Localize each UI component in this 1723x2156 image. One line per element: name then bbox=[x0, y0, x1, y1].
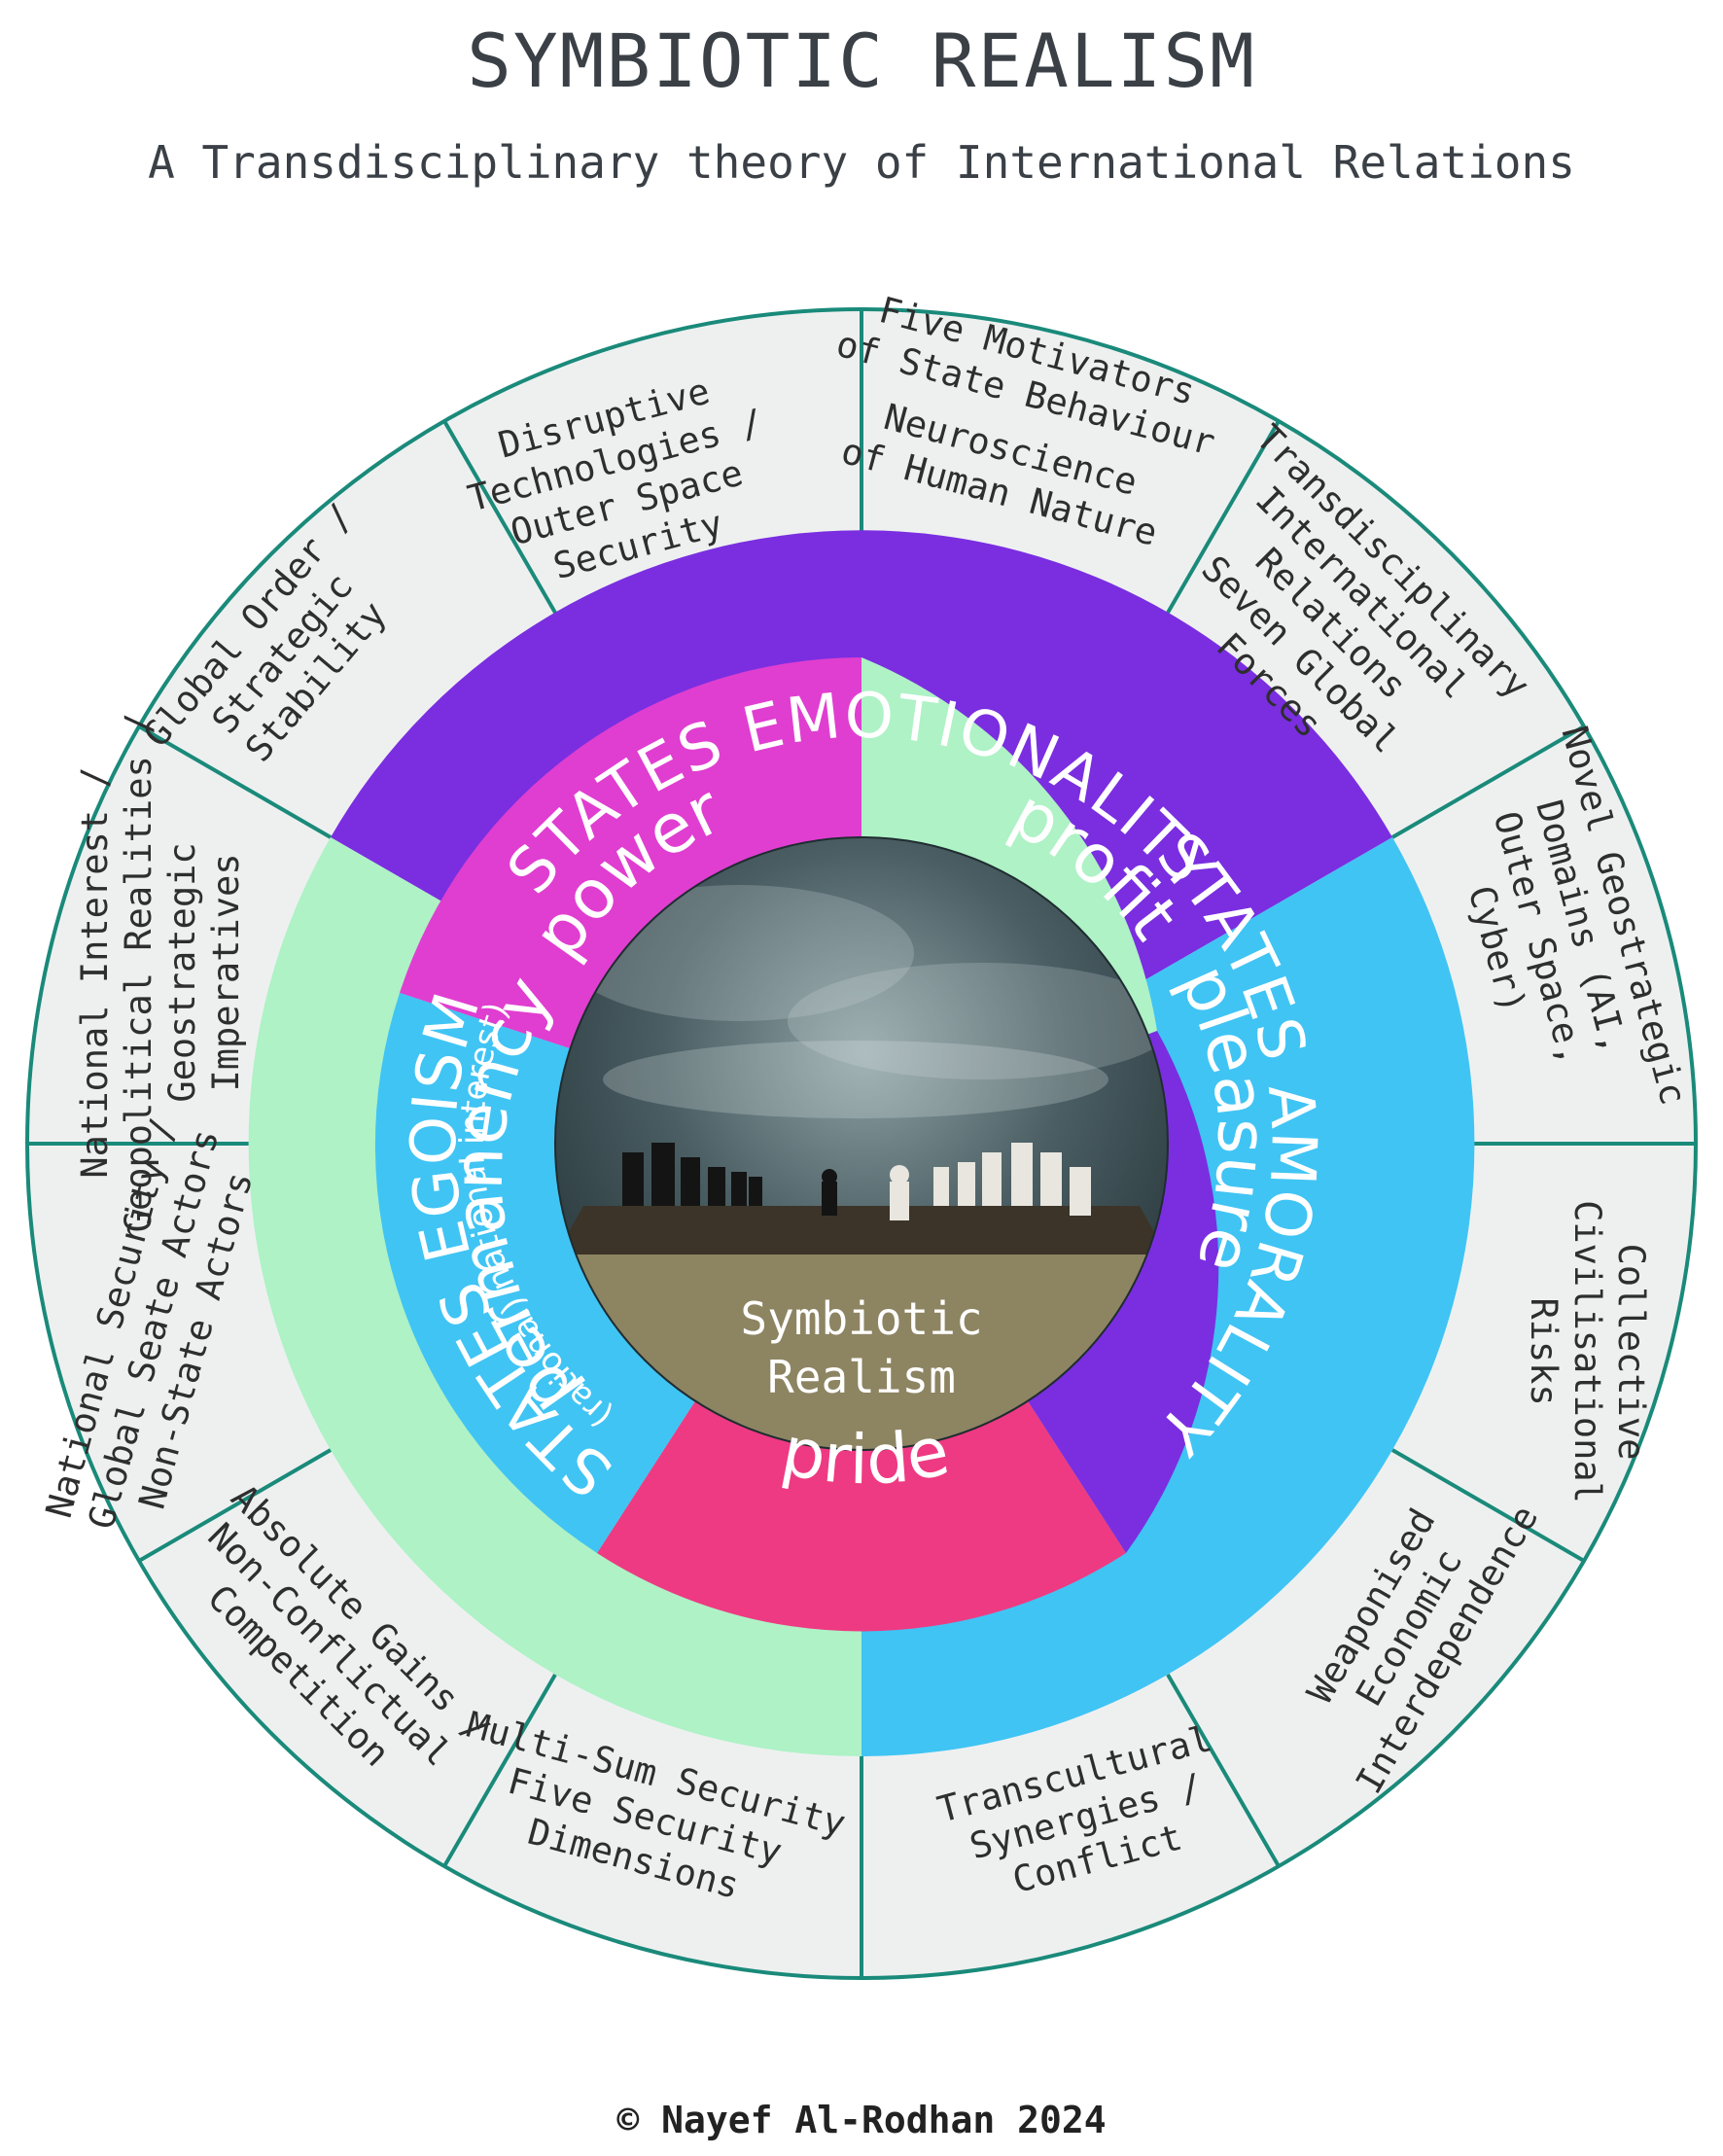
outer-segment-transcultural: Transcultural Synergies / Conflict bbox=[933, 1717, 1216, 1901]
outer-segment-collective: Collective Civilisational Risks bbox=[1523, 1200, 1652, 1503]
white-pieces bbox=[890, 1143, 1091, 1220]
outer-segment-label: Imperatives bbox=[205, 853, 247, 1091]
outer-ring-dividers bbox=[27, 309, 1696, 1978]
outer-segment-label: Collective bbox=[1610, 1244, 1652, 1461]
pride-label: pride bbox=[775, 1411, 955, 1501]
page-title: SYMBIOTIC REALISM bbox=[467, 18, 1256, 104]
copyright: © Nayef Al-Rodhan 2024 bbox=[616, 2099, 1107, 2141]
outer-segment-label: Civilisational bbox=[1566, 1200, 1608, 1503]
black-pieces bbox=[622, 1143, 837, 1216]
center-label-line-2: Realism bbox=[767, 1351, 956, 1403]
outer-segment-label: National Interest / bbox=[74, 766, 116, 1178]
page-subtitle: A Transdisciplinary theory of Internatio… bbox=[148, 136, 1575, 189]
center-image bbox=[555, 837, 1168, 1450]
center-label-line-1: Symbiotic bbox=[740, 1292, 982, 1345]
outer-segment-label: Risks bbox=[1523, 1297, 1565, 1405]
outer-segment-natint: National Interest / Geopolitical Realiti… bbox=[74, 713, 247, 1233]
outer-segment-label: Geostrategic bbox=[161, 842, 203, 1102]
outer-segment-label: Geopolitical Realities / bbox=[118, 713, 159, 1233]
